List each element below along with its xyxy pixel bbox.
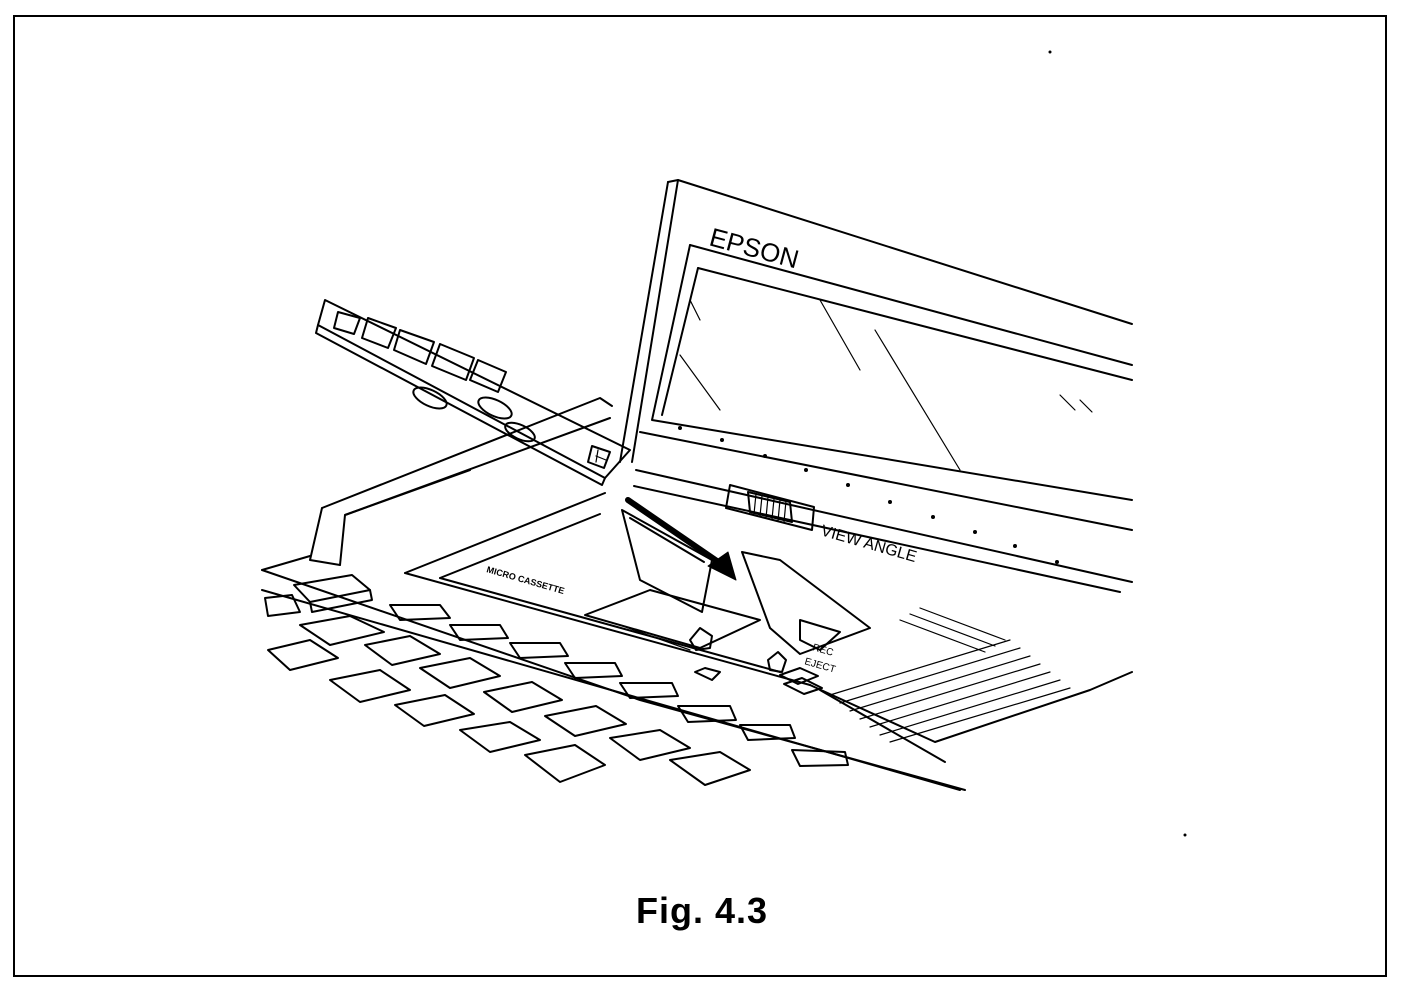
computer-body bbox=[261, 397, 1133, 791]
micro-cassette bbox=[315, 299, 631, 486]
rec-label: REC bbox=[811, 642, 834, 658]
scan-specks bbox=[1048, 50, 1187, 837]
figure-caption: Fig. 4.3 bbox=[635, 890, 769, 931]
brand-label: EPSON bbox=[706, 222, 802, 275]
figure-frame bbox=[13, 15, 1387, 977]
insertion-arrow bbox=[625, 497, 737, 581]
display-lid bbox=[619, 179, 1133, 593]
cassette-compartment bbox=[584, 509, 871, 695]
keyboard-keys bbox=[264, 574, 849, 786]
micro-cassette-label: MICRO CASSETTE bbox=[485, 564, 565, 596]
